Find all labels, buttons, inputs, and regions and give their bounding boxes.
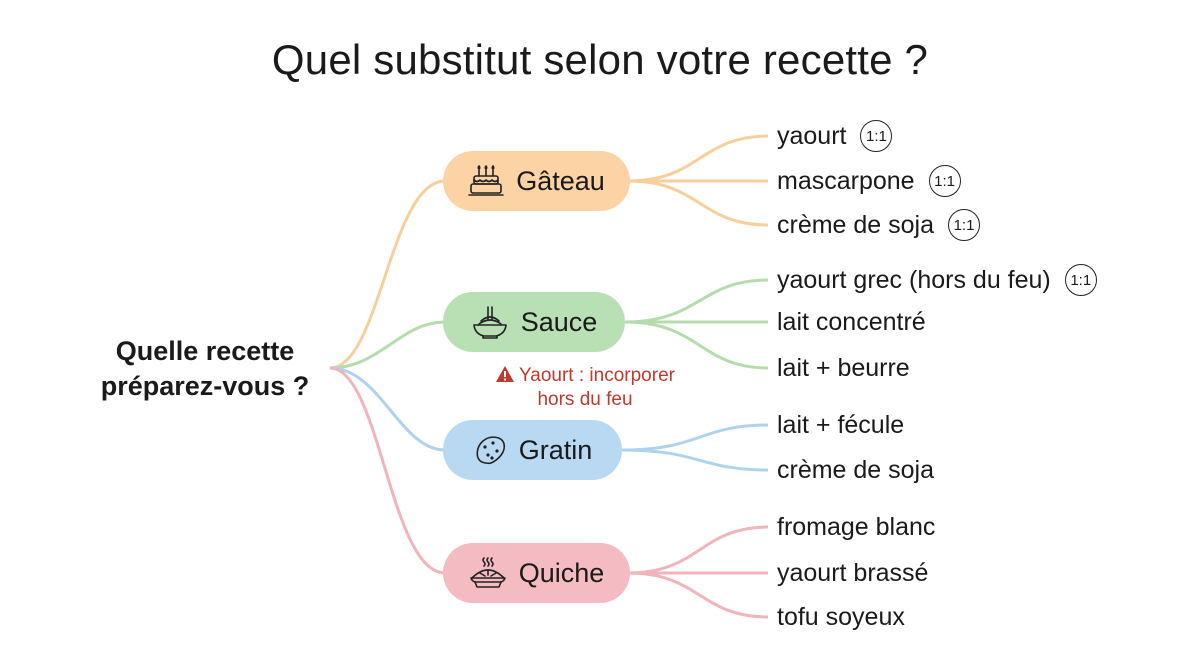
potato-icon bbox=[476, 436, 505, 465]
connector-sauce-leaf bbox=[624, 278, 769, 324]
leaf-item: crème de soja bbox=[777, 453, 934, 487]
warning-note: Yaourt : incorporer hors du feu bbox=[460, 364, 710, 412]
leaf-label: yaourt bbox=[777, 121, 847, 150]
leaf-item: yaourt grec (hors du feu) 1:1 bbox=[777, 263, 1097, 297]
leaf-label: yaourt grec (hors du feu) bbox=[777, 265, 1051, 294]
connector-root-quiche bbox=[329, 366, 446, 575]
category-gratin: Gratin bbox=[443, 420, 622, 480]
leaf-item: mascarpone 1:1 bbox=[777, 164, 961, 198]
connector-gratin-leaf bbox=[621, 423, 769, 452]
category-sauce: Sauce bbox=[443, 292, 625, 352]
leaf-label: mascarpone bbox=[777, 166, 915, 195]
category-label: Gâteau bbox=[516, 165, 605, 196]
warning-line-1: Yaourt : incorporer bbox=[460, 364, 710, 388]
category-gateau: Gâteau bbox=[443, 151, 630, 211]
connector-gateau-leaf bbox=[627, 179, 769, 227]
ratio-badge: 1:1 bbox=[928, 165, 961, 197]
leaf-item: fromage blanc bbox=[777, 510, 935, 544]
warning-icon bbox=[496, 366, 515, 382]
leaf-item: lait + fécule bbox=[777, 408, 904, 442]
leaf-label: fromage blanc bbox=[777, 512, 936, 541]
connector-quiche-leaf bbox=[627, 571, 769, 619]
ratio-badge: 1:1 bbox=[1064, 264, 1097, 296]
category-label: Gratin bbox=[518, 434, 593, 465]
pasta-bowl-icon bbox=[472, 306, 507, 339]
leaf-label: tofu soyeux bbox=[777, 602, 905, 631]
root-line-1: Quelle recette bbox=[115, 336, 295, 366]
leaf-item: crème de soja 1:1 bbox=[777, 208, 981, 242]
connector-root-gateau bbox=[329, 179, 446, 370]
leaf-item: lait concentré bbox=[777, 305, 926, 339]
pie-icon bbox=[469, 557, 506, 588]
root-question: Quelle recette préparez-vous ? bbox=[70, 334, 340, 404]
category-label: Quiche bbox=[518, 557, 605, 588]
category-quiche: Quiche bbox=[443, 543, 630, 603]
warning-text-2: hors du feu bbox=[537, 389, 633, 410]
connector-gateau-leaf bbox=[627, 134, 769, 183]
leaf-item: yaourt 1:1 bbox=[777, 119, 893, 153]
leaf-label: lait + fécule bbox=[777, 410, 905, 439]
root-line-2: préparez-vous ? bbox=[100, 371, 310, 401]
category-label: Sauce bbox=[520, 306, 598, 337]
leaf-label: crème de soja bbox=[777, 455, 935, 484]
connector-root-sauce bbox=[329, 320, 446, 370]
leaf-item: tofu soyeux bbox=[777, 600, 905, 634]
page-title: Quel substitut selon votre recette ? bbox=[271, 36, 929, 83]
leaf-label: lait + beurre bbox=[777, 353, 910, 382]
connector-root-gratin bbox=[329, 366, 446, 452]
cake-icon bbox=[468, 165, 505, 196]
ratio-badge: 1:1 bbox=[860, 120, 893, 152]
warning-text-1: Yaourt : incorporer bbox=[519, 365, 675, 386]
ratio-badge: 1:1 bbox=[948, 209, 981, 241]
leaf-item: yaourt brassé bbox=[777, 556, 928, 590]
leaf-label: crème de soja bbox=[777, 210, 935, 239]
connector-gratin-leaf bbox=[621, 448, 769, 472]
leaf-label: yaourt brassé bbox=[777, 558, 929, 587]
connector-sauce-leaf bbox=[624, 320, 769, 370]
leaf-label: lait concentré bbox=[777, 307, 926, 336]
connector-quiche-leaf bbox=[627, 525, 769, 575]
leaf-item: lait + beurre bbox=[777, 351, 910, 385]
